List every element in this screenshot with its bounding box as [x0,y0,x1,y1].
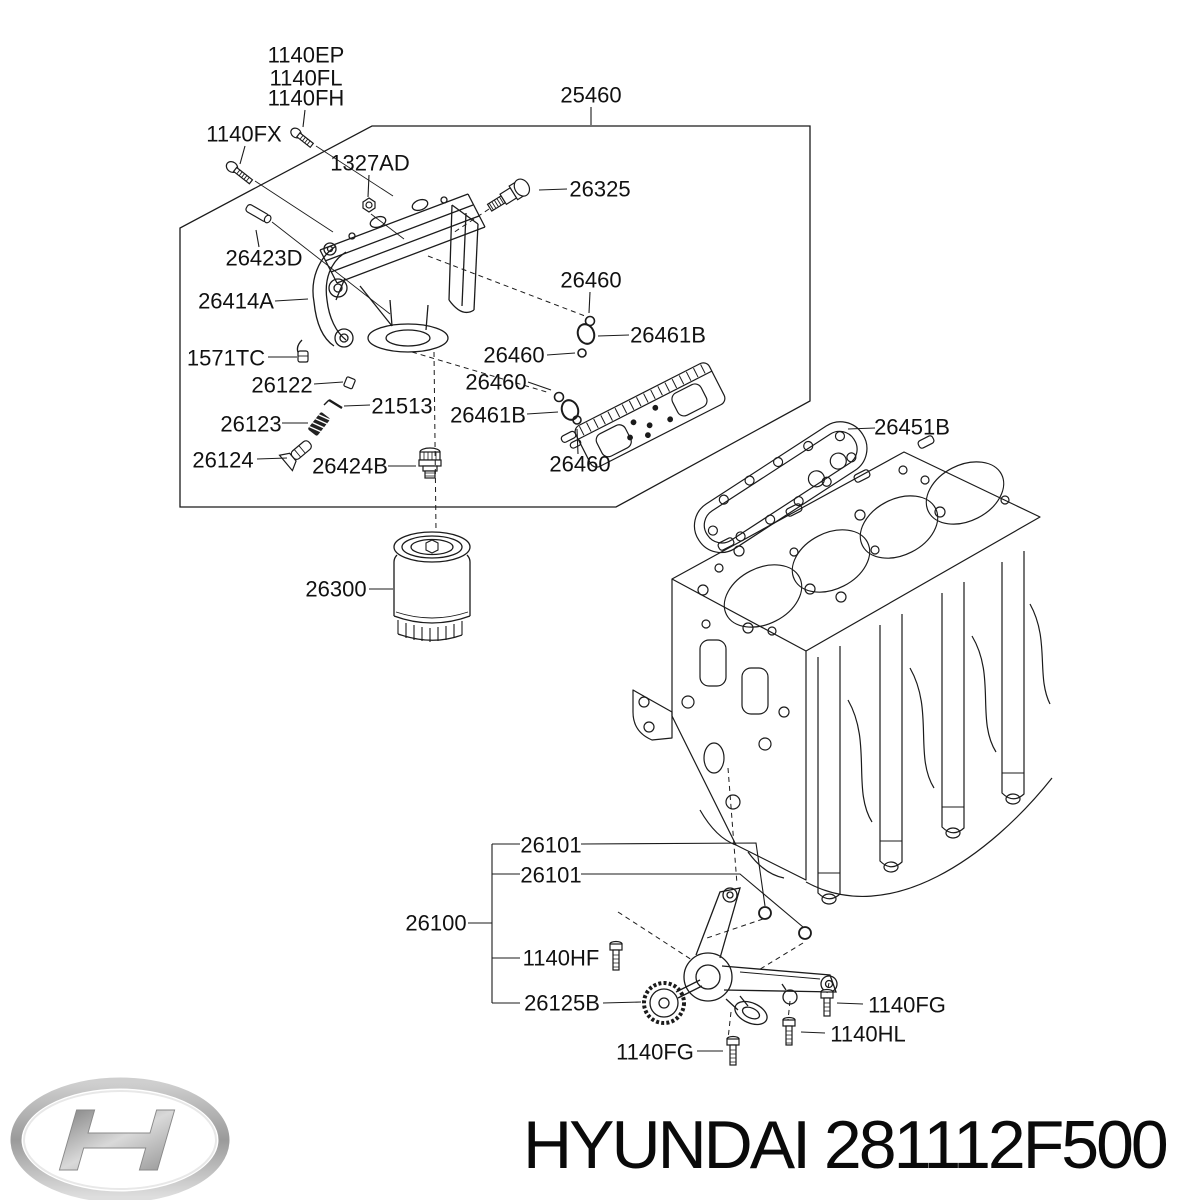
part-label-1140FG: 1140FG [868,993,946,1018]
construction-line [727,1011,732,1040]
leader-26460 [527,381,552,391]
construction-line [452,208,490,234]
construction-line [727,767,738,885]
plug-26424b [418,447,442,479]
assembly-box-25460 [179,125,811,508]
leader-21513 [343,404,371,407]
construction-line [617,911,693,961]
bolt-1140fg-right [820,988,834,1017]
leader-1140HL [800,1031,826,1034]
part-label-21513: 21513 [371,394,432,419]
construction-line [427,255,586,317]
construction-line [756,942,804,972]
bolt-1140ep-fl-fh [290,127,315,149]
gasket-26451b [693,421,868,554]
leader-26122 [313,381,344,385]
bolt-1140fx [225,160,254,185]
leader-1140FG [836,1002,864,1005]
part-label-1140FH: 1140FH [268,86,345,111]
leader-26325 [538,188,568,191]
engine-block [632,435,1053,905]
part-label-26460: 26460 [465,370,526,395]
leader-26461B [526,411,559,415]
nut-1327ad [362,197,376,213]
part-label-1140EP: 1140EP [268,43,345,68]
part-label-26423D: 26423D [225,246,302,271]
pin-21513 [323,398,343,410]
part-label-26101: 26101 [520,863,581,888]
part-label-26325: 26325 [569,177,630,202]
leader-26460 [588,291,591,314]
valve-26124 [278,440,312,472]
leader-26124 [256,457,288,460]
part-label-26123: 26123 [220,412,281,437]
part-label-26124: 26124 [192,448,253,473]
axis-line [370,213,405,240]
construction-line [411,351,551,394]
axis-line [271,221,391,315]
leader-1140FH [302,109,306,128]
part-label-26461B: 26461B [630,323,706,348]
assembly-box-outline [179,125,811,508]
oil-pump [642,887,838,1026]
bolt-1140hl [782,1016,796,1046]
leader-26451B [847,427,876,430]
spring-26123 [308,412,331,436]
construction-line [433,351,437,532]
o-ring-group-lower [553,391,582,425]
part-label-1140HL: 1140HL [830,1022,905,1047]
part-label-1140HF: 1140HF [523,946,600,971]
leader-26414A [274,298,309,302]
plug-1571tc [297,350,309,363]
part-label-1140FL: 1140FL [270,66,343,91]
leader-26460 [576,428,579,455]
leader-1327AD [367,174,370,198]
o-ring-group-upper [576,315,596,358]
hyundai-logo [10,1077,230,1200]
part-label-1140FG: 1140FG [616,1040,694,1065]
part-label-26101: 26101 [520,833,581,858]
part-label-26460: 26460 [549,452,610,477]
brand-caption: HYUNDAI 281112F500 [523,1107,1167,1183]
leader-26423D [255,229,260,248]
part-label-26300: 26300 [305,577,366,602]
leader-26460 [546,352,576,356]
leader-26461B [597,334,630,337]
axis-line [315,145,394,197]
part-label-1327AD: 1327AD [330,151,410,176]
part-label-26122: 26122 [251,373,312,398]
part-label-26125B: 26125B [524,991,600,1016]
oil-cooler-core [560,362,726,468]
oil-cooler-housing [296,193,486,363]
callout-bracket-26100 [491,843,520,1004]
oil-filter-26300 [393,531,471,642]
leader-26101 [581,873,804,928]
part-label-1571TC: 1571TC [187,346,265,371]
part-label-1140FX: 1140FX [206,122,282,147]
stud-26423d [245,204,272,224]
clip-26122 [343,376,356,390]
part-label-25460: 25460 [560,83,621,108]
leader-26101 [580,842,766,907]
sensor-26325 [486,178,531,212]
part-label-26460: 26460 [483,343,544,368]
part-label-26451B: 26451B [874,415,950,440]
part-label-26100: 26100 [405,911,466,936]
part-label-26424B: 26424B [312,454,388,479]
bolt-1140hf [609,940,623,971]
bolt-1140fg-bottom [726,1035,740,1066]
construction-line [706,918,764,939]
leader-26125B [602,1001,642,1004]
leader-1140FX [239,145,246,165]
part-label-26460: 26460 [560,268,621,293]
part-label-26461B: 26461B [450,403,526,428]
axis-line [254,180,334,233]
leader-lines [239,107,876,1052]
construction-line [787,1000,791,1021]
part-label-26414A: 26414A [198,289,274,314]
construction-line [826,982,830,994]
